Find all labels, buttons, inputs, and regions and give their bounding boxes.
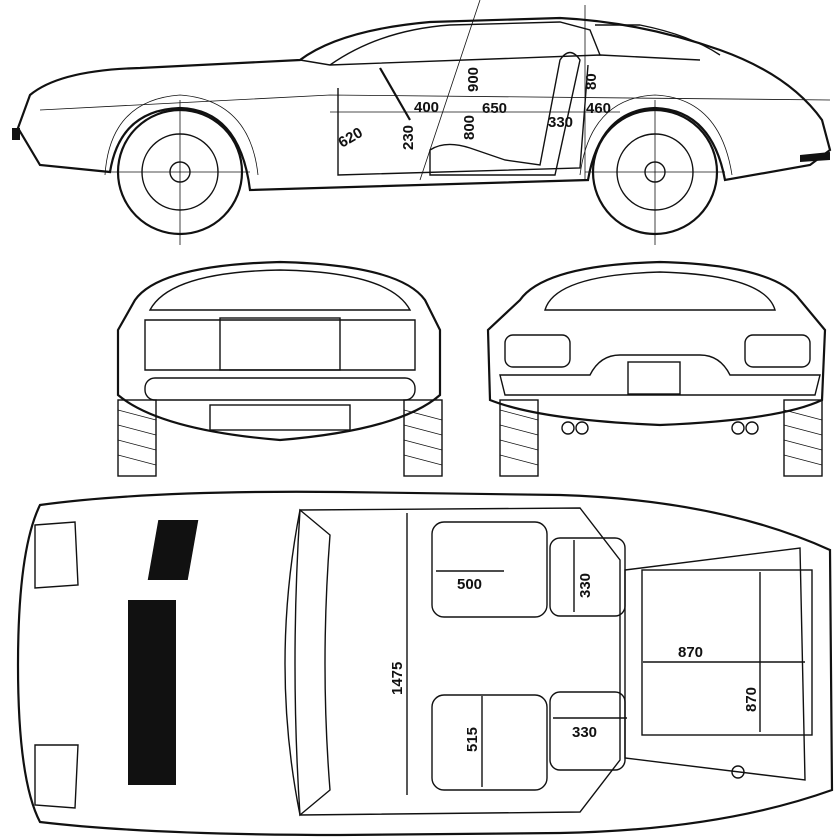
top-luggage-area (624, 547, 806, 781)
side-rear-window (595, 24, 721, 56)
front-bumper (144, 377, 416, 401)
front-body-outline (116, 260, 442, 442)
dim-900: 900 (465, 67, 482, 92)
top-left-headlight (34, 521, 79, 589)
rear-right-tire (783, 399, 823, 477)
dim-620: 620 (336, 124, 366, 151)
front-wheel (110, 100, 250, 245)
front-left-tire (117, 399, 157, 477)
rear-view (486, 260, 827, 477)
top-right-headlight (34, 744, 79, 809)
side-view: 620 400 230 800 900 650 80 460 330 (12, 0, 832, 245)
dim-400: 400 (414, 99, 439, 116)
side-windshield (329, 21, 601, 66)
front-view (116, 260, 443, 477)
side-door (337, 64, 589, 176)
front-right-tire (403, 399, 443, 477)
top-body-outline (16, 490, 834, 837)
rear-bumper (499, 354, 821, 396)
dim-515: 515 (464, 727, 481, 752)
dim-80: 80 (583, 73, 600, 90)
dim-1475: 1475 (389, 662, 406, 695)
side-window-line (299, 54, 701, 66)
fuel-cap (731, 765, 745, 779)
front-intake (209, 404, 351, 431)
side-front-arch (104, 94, 259, 176)
top-cabin-outline (284, 507, 621, 816)
front-grille (219, 317, 341, 371)
side-sill (249, 179, 589, 191)
dim-230: 230 (400, 125, 417, 150)
top-left-seat (431, 521, 548, 618)
dim-800: 800 (461, 115, 478, 140)
dim-330-side: 330 (548, 114, 573, 131)
side-seat (429, 51, 581, 176)
front-hood (144, 319, 416, 371)
hood-vents (128, 520, 199, 785)
rear-license-plate (627, 361, 681, 395)
top-windshield (294, 508, 331, 817)
rear-left-taillight (504, 334, 571, 368)
side-body-outline (16, 16, 832, 192)
side-rear-arch (579, 94, 733, 176)
rear-exhausts (561, 421, 759, 435)
steering-column (379, 67, 411, 121)
dim-330-top-left: 330 (577, 573, 594, 598)
dim-650: 650 (482, 100, 507, 117)
top-view: 500 330 1475 515 330 870 870 (16, 490, 834, 837)
dim-500: 500 (457, 576, 482, 593)
dim-870-width: 870 (743, 687, 760, 712)
dim-330-top-right: 330 (572, 724, 597, 741)
rear-right-taillight (744, 334, 811, 368)
dim-870-length: 870 (678, 644, 703, 661)
front-windshield (148, 269, 412, 311)
dim-460: 460 (586, 100, 611, 117)
top-right-seat (431, 694, 548, 791)
luggage-box (641, 569, 813, 736)
side-beltline (39, 94, 831, 111)
rear-wheel (585, 100, 725, 245)
rear-window (544, 271, 776, 311)
rear-left-tire (499, 399, 539, 477)
